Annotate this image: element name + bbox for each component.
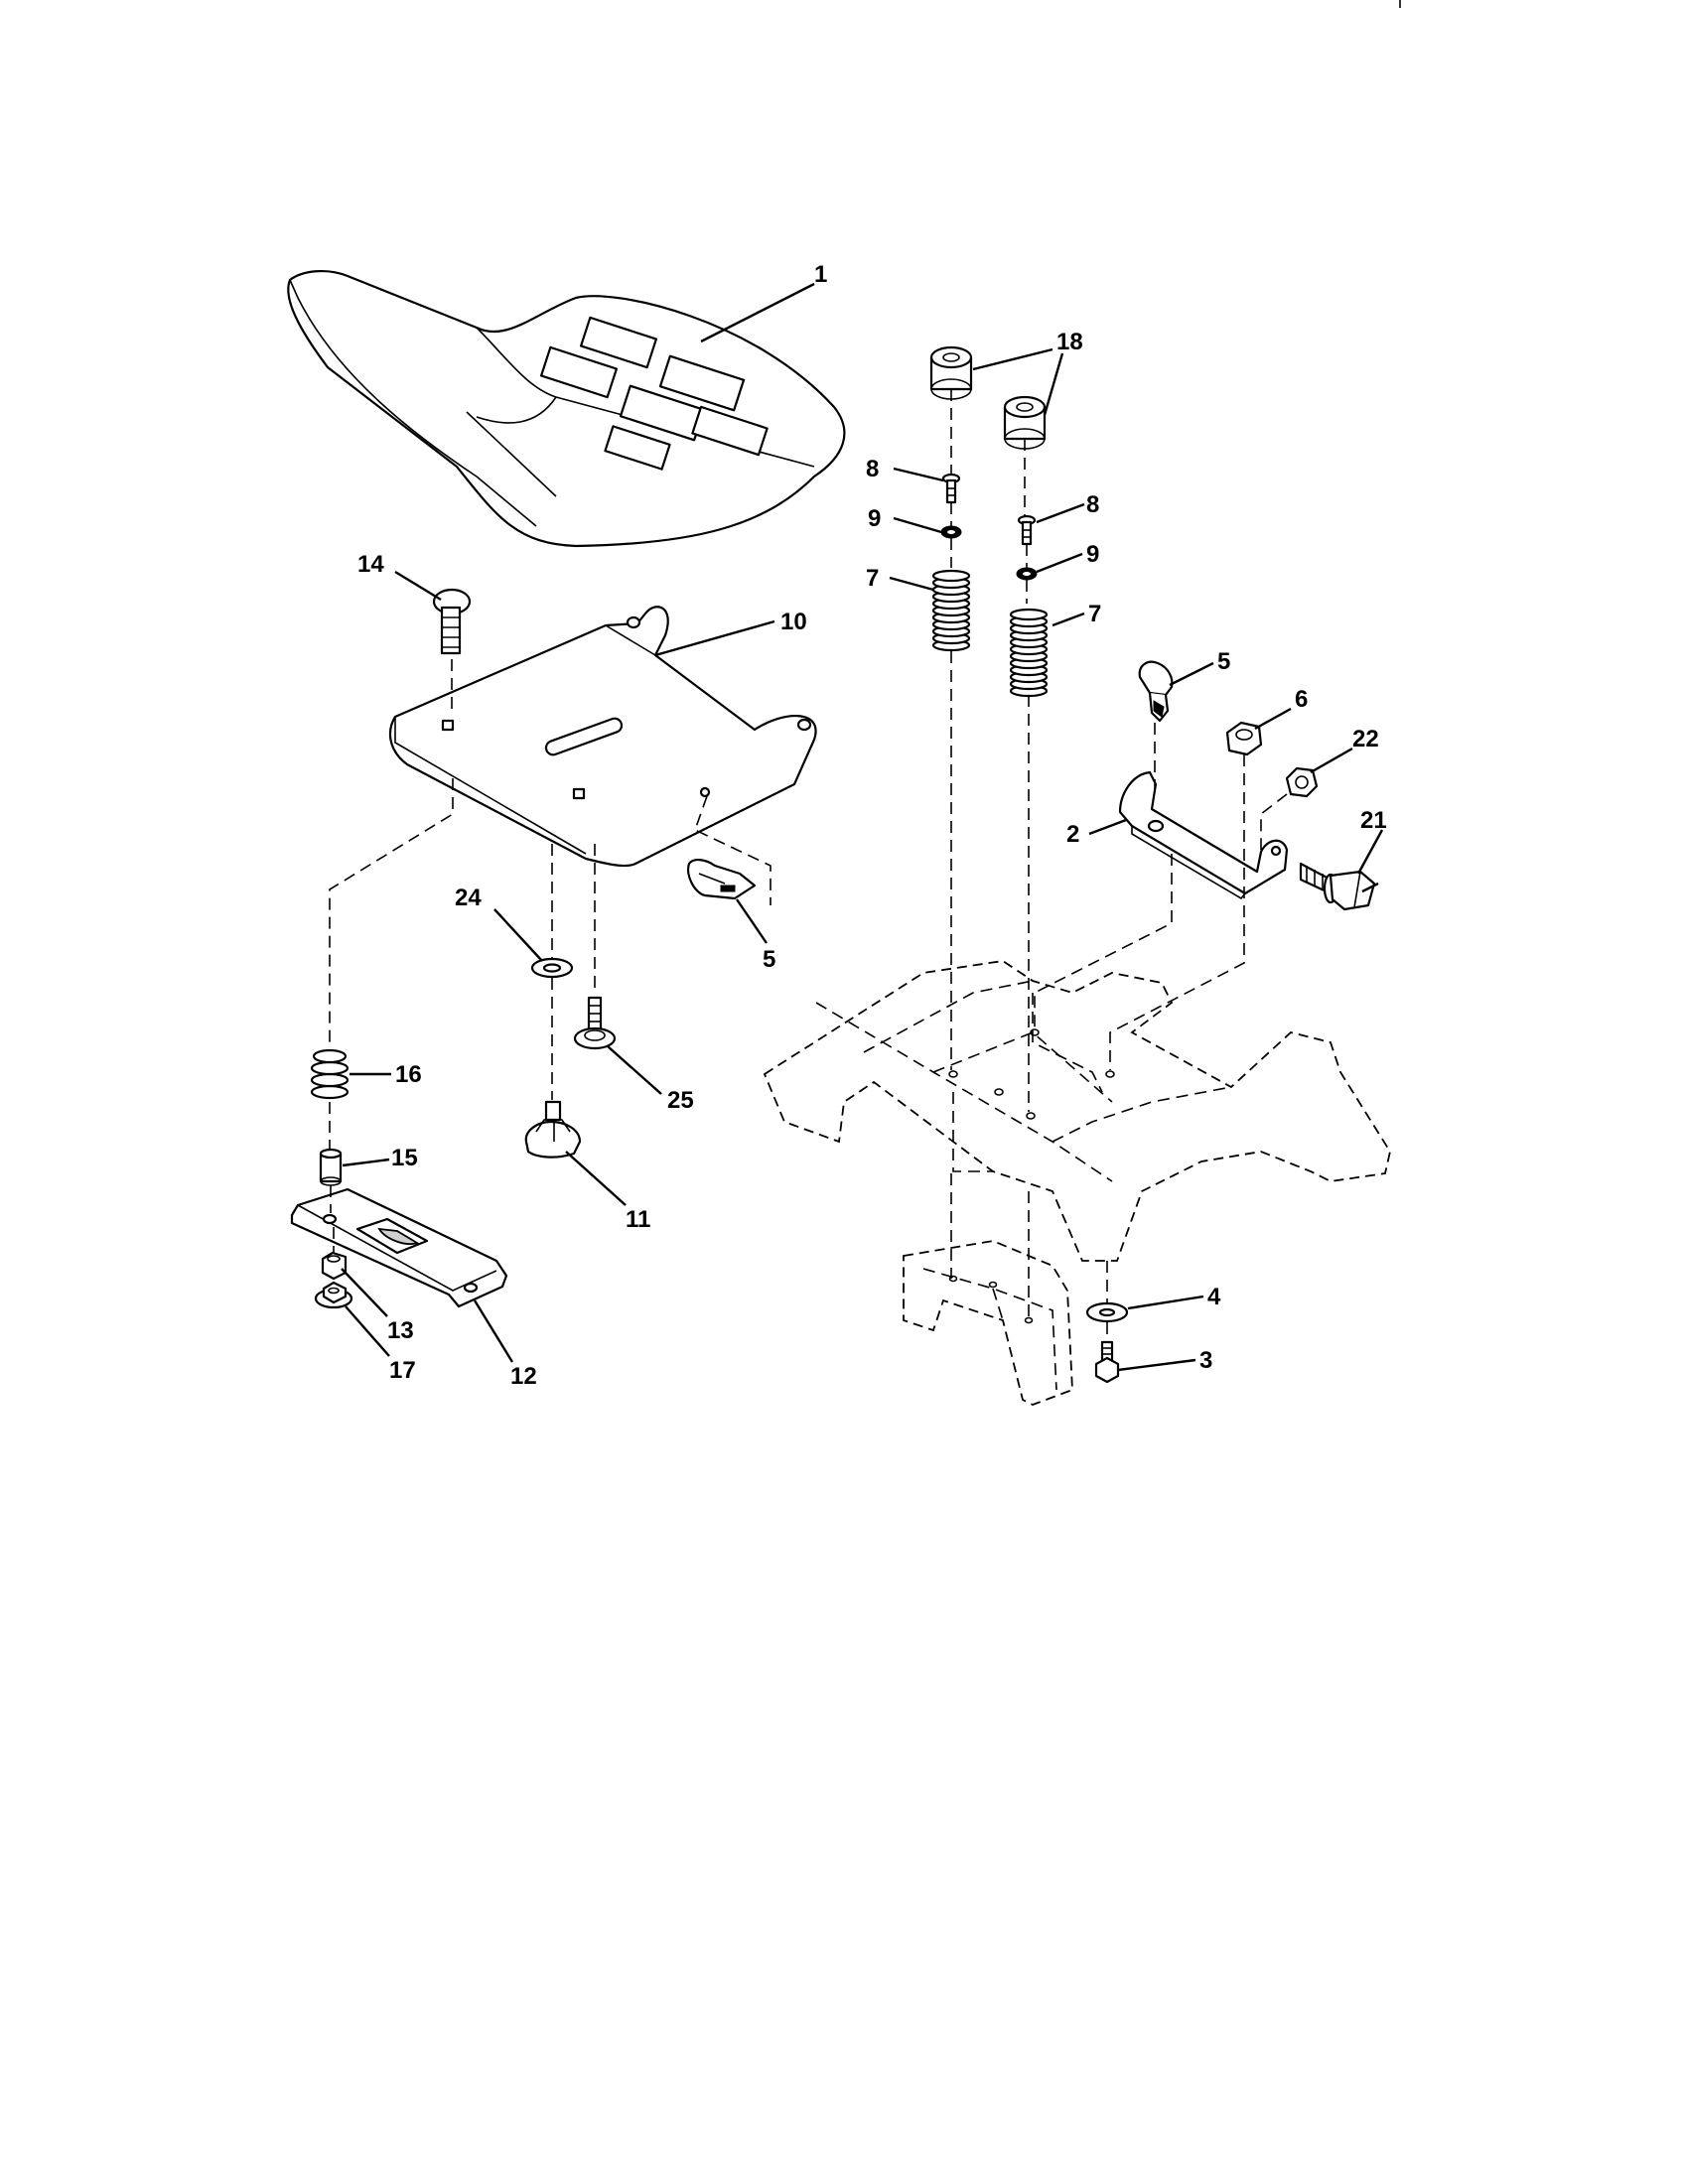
callout-9-right: 9 (1086, 541, 1099, 568)
spring-part-16 (310, 1048, 350, 1100)
screw-part-8-a (941, 473, 961, 504)
callout-5-right: 5 (1217, 648, 1230, 675)
leader-lines (341, 282, 1384, 1372)
callouts: 1 18 8 8 9 9 7 7 14 10 5 6 22 2 21 5 24 … (357, 261, 1387, 1390)
callout-8-left: 8 (866, 456, 879, 482)
screw-part-8-b (1017, 514, 1037, 546)
clip-part-5-right (1138, 660, 1174, 723)
callout-25: 25 (667, 1087, 694, 1114)
callout-9-left: 9 (868, 505, 881, 532)
washer-part-24 (530, 957, 574, 979)
nut-part-22 (1285, 766, 1319, 798)
bracket-part-2 (1118, 770, 1289, 900)
bolt-part-3 (1094, 1340, 1120, 1384)
spring-part-7-a (931, 569, 971, 652)
callout-12: 12 (510, 1363, 537, 1390)
callout-3: 3 (1199, 1347, 1212, 1374)
callout-18: 18 (1056, 329, 1083, 355)
callout-2: 2 (1066, 821, 1079, 848)
callout-11: 11 (626, 1206, 650, 1233)
callout-15: 15 (391, 1145, 418, 1171)
bolt-part-25 (573, 996, 617, 1050)
knob-part-11 (524, 1100, 582, 1159)
callout-8-right: 8 (1086, 491, 1099, 518)
washer-part-9-b (1016, 567, 1038, 581)
callout-7-left: 7 (866, 565, 879, 592)
washer-part-4 (1085, 1301, 1129, 1323)
callout-16: 16 (395, 1061, 422, 1088)
callout-7-right: 7 (1088, 601, 1101, 627)
callout-17: 17 (389, 1357, 416, 1384)
spring-part-7-b (1009, 608, 1049, 698)
callout-13: 13 (387, 1317, 414, 1344)
nut-part-13 (321, 1251, 348, 1281)
callout-24: 24 (455, 885, 482, 911)
callout-22: 22 (1352, 726, 1379, 752)
callout-14: 14 (357, 551, 384, 578)
nut-part-6 (1225, 721, 1263, 756)
callout-5-left: 5 (763, 946, 775, 973)
callout-6: 6 (1295, 686, 1308, 713)
washer-part-9-a (940, 525, 962, 539)
callout-10: 10 (780, 609, 807, 635)
bolt-part-21 (1299, 862, 1376, 911)
carriage-bolt-part-14 (432, 588, 472, 655)
frame-outline-dashed (763, 960, 1391, 1406)
callout-4: 4 (1207, 1284, 1221, 1310)
callout-21: 21 (1360, 807, 1387, 834)
clip-part-5-left (687, 859, 757, 900)
assembly-lines (329, 389, 1288, 1340)
spacer-part-15 (319, 1148, 343, 1186)
plate-part-12 (290, 1187, 508, 1308)
flange-nut-part-17 (314, 1281, 353, 1309)
seat-pan-part-10 (388, 606, 817, 868)
callout-1: 1 (814, 261, 827, 288)
